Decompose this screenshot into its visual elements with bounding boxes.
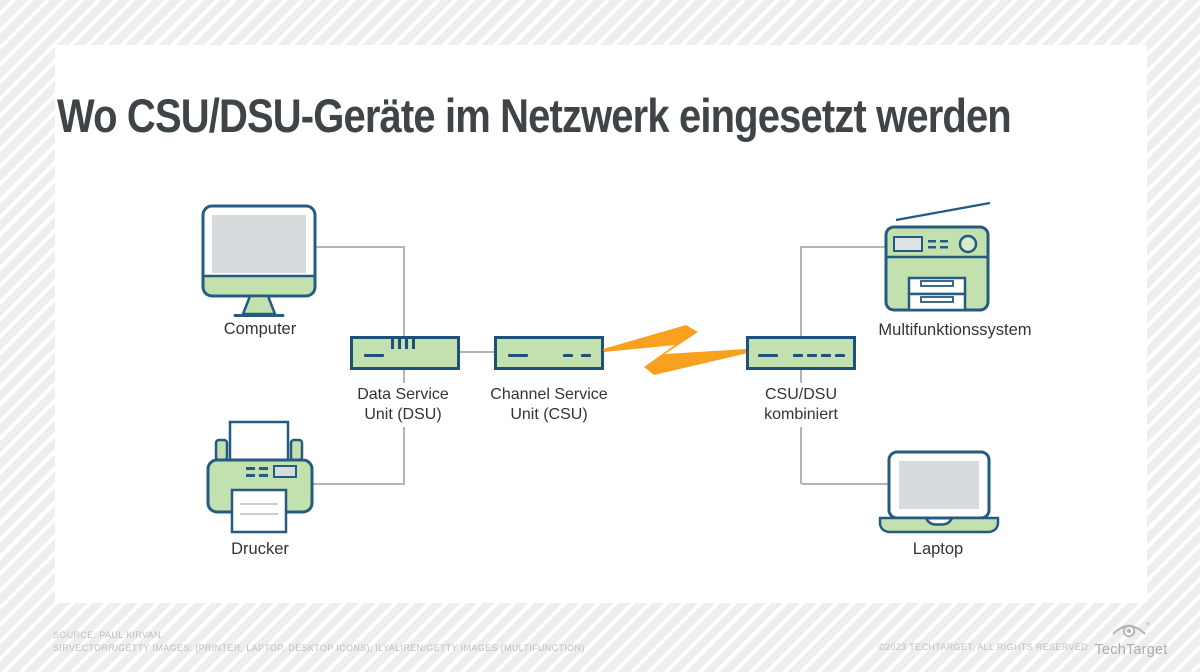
connector-combined-laptop-h xyxy=(802,483,889,485)
dsu-label: Data Service Unit (DSU) xyxy=(318,383,488,427)
brand-name: TechTarget xyxy=(1094,642,1168,658)
connector-combined-multifunction-v xyxy=(800,246,802,336)
multifunction-label: Multifunktionssystem xyxy=(878,321,1032,339)
csu-port-dash xyxy=(508,354,528,357)
connector-combined-laptop-v xyxy=(800,370,802,484)
connector-computer-dsu-h xyxy=(315,246,405,248)
svg-text:®: ® xyxy=(1146,621,1150,628)
dsu-tick-4 xyxy=(412,339,415,349)
dsu-tick-3 xyxy=(405,339,408,349)
csu-box xyxy=(494,336,604,370)
laptop-label: Laptop xyxy=(912,540,964,558)
source-line-2: SIRVECTORR/GETTY IMAGES: (PRINTER, LAPTO… xyxy=(53,642,585,653)
dsu-box xyxy=(350,336,460,370)
laptop-icon xyxy=(875,449,1001,535)
desktop-computer-icon xyxy=(200,202,320,318)
lightning-bolt-icon xyxy=(601,324,749,378)
connector-dsu-csu xyxy=(460,351,494,353)
printer-icon xyxy=(204,418,316,536)
page-title: Wo CSU/DSU-Geräte im Netzwerk eingesetzt… xyxy=(57,89,1012,142)
connector-dsu-printer-h xyxy=(312,483,405,485)
connector-combined-multifunction-h xyxy=(802,246,886,248)
csu-dsu-combined-box xyxy=(746,336,856,370)
combined-port-dash xyxy=(758,354,778,357)
source-line-1: SOURCE: PAUL KIRVAN. xyxy=(53,630,164,640)
techtarget-logo: ® TechTarget xyxy=(1095,621,1168,658)
connector-dsu-printer-v xyxy=(403,370,405,485)
csu-dash-1 xyxy=(563,354,573,357)
combined-dash-3 xyxy=(821,354,831,357)
csu-dash-2 xyxy=(581,354,591,357)
combined-dash-4 xyxy=(835,354,845,357)
csu-dsu-combined-label: CSU/DSU kombiniert xyxy=(716,383,886,427)
copyright-text: ©2023 TECHTARGET, ALL RIGHTS RESERVED xyxy=(878,642,1088,652)
dsu-tick-1 xyxy=(391,339,394,349)
multifunction-printer-icon xyxy=(876,196,994,314)
printer-label: Drucker xyxy=(231,540,289,558)
dsu-tick-2 xyxy=(398,339,401,349)
computer-label: Computer xyxy=(223,320,297,338)
combined-dash-1 xyxy=(793,354,803,357)
source-attribution: SOURCE: PAUL KIRVAN. SIRVECTORR/GETTY IM… xyxy=(53,629,585,654)
combined-dash-2 xyxy=(807,354,817,357)
csu-label: Channel Service Unit (CSU) xyxy=(464,383,634,427)
techtarget-eye-logo-icon: ® xyxy=(1111,621,1151,643)
connector-computer-dsu-v xyxy=(403,246,405,336)
dsu-port-dash xyxy=(364,354,384,357)
